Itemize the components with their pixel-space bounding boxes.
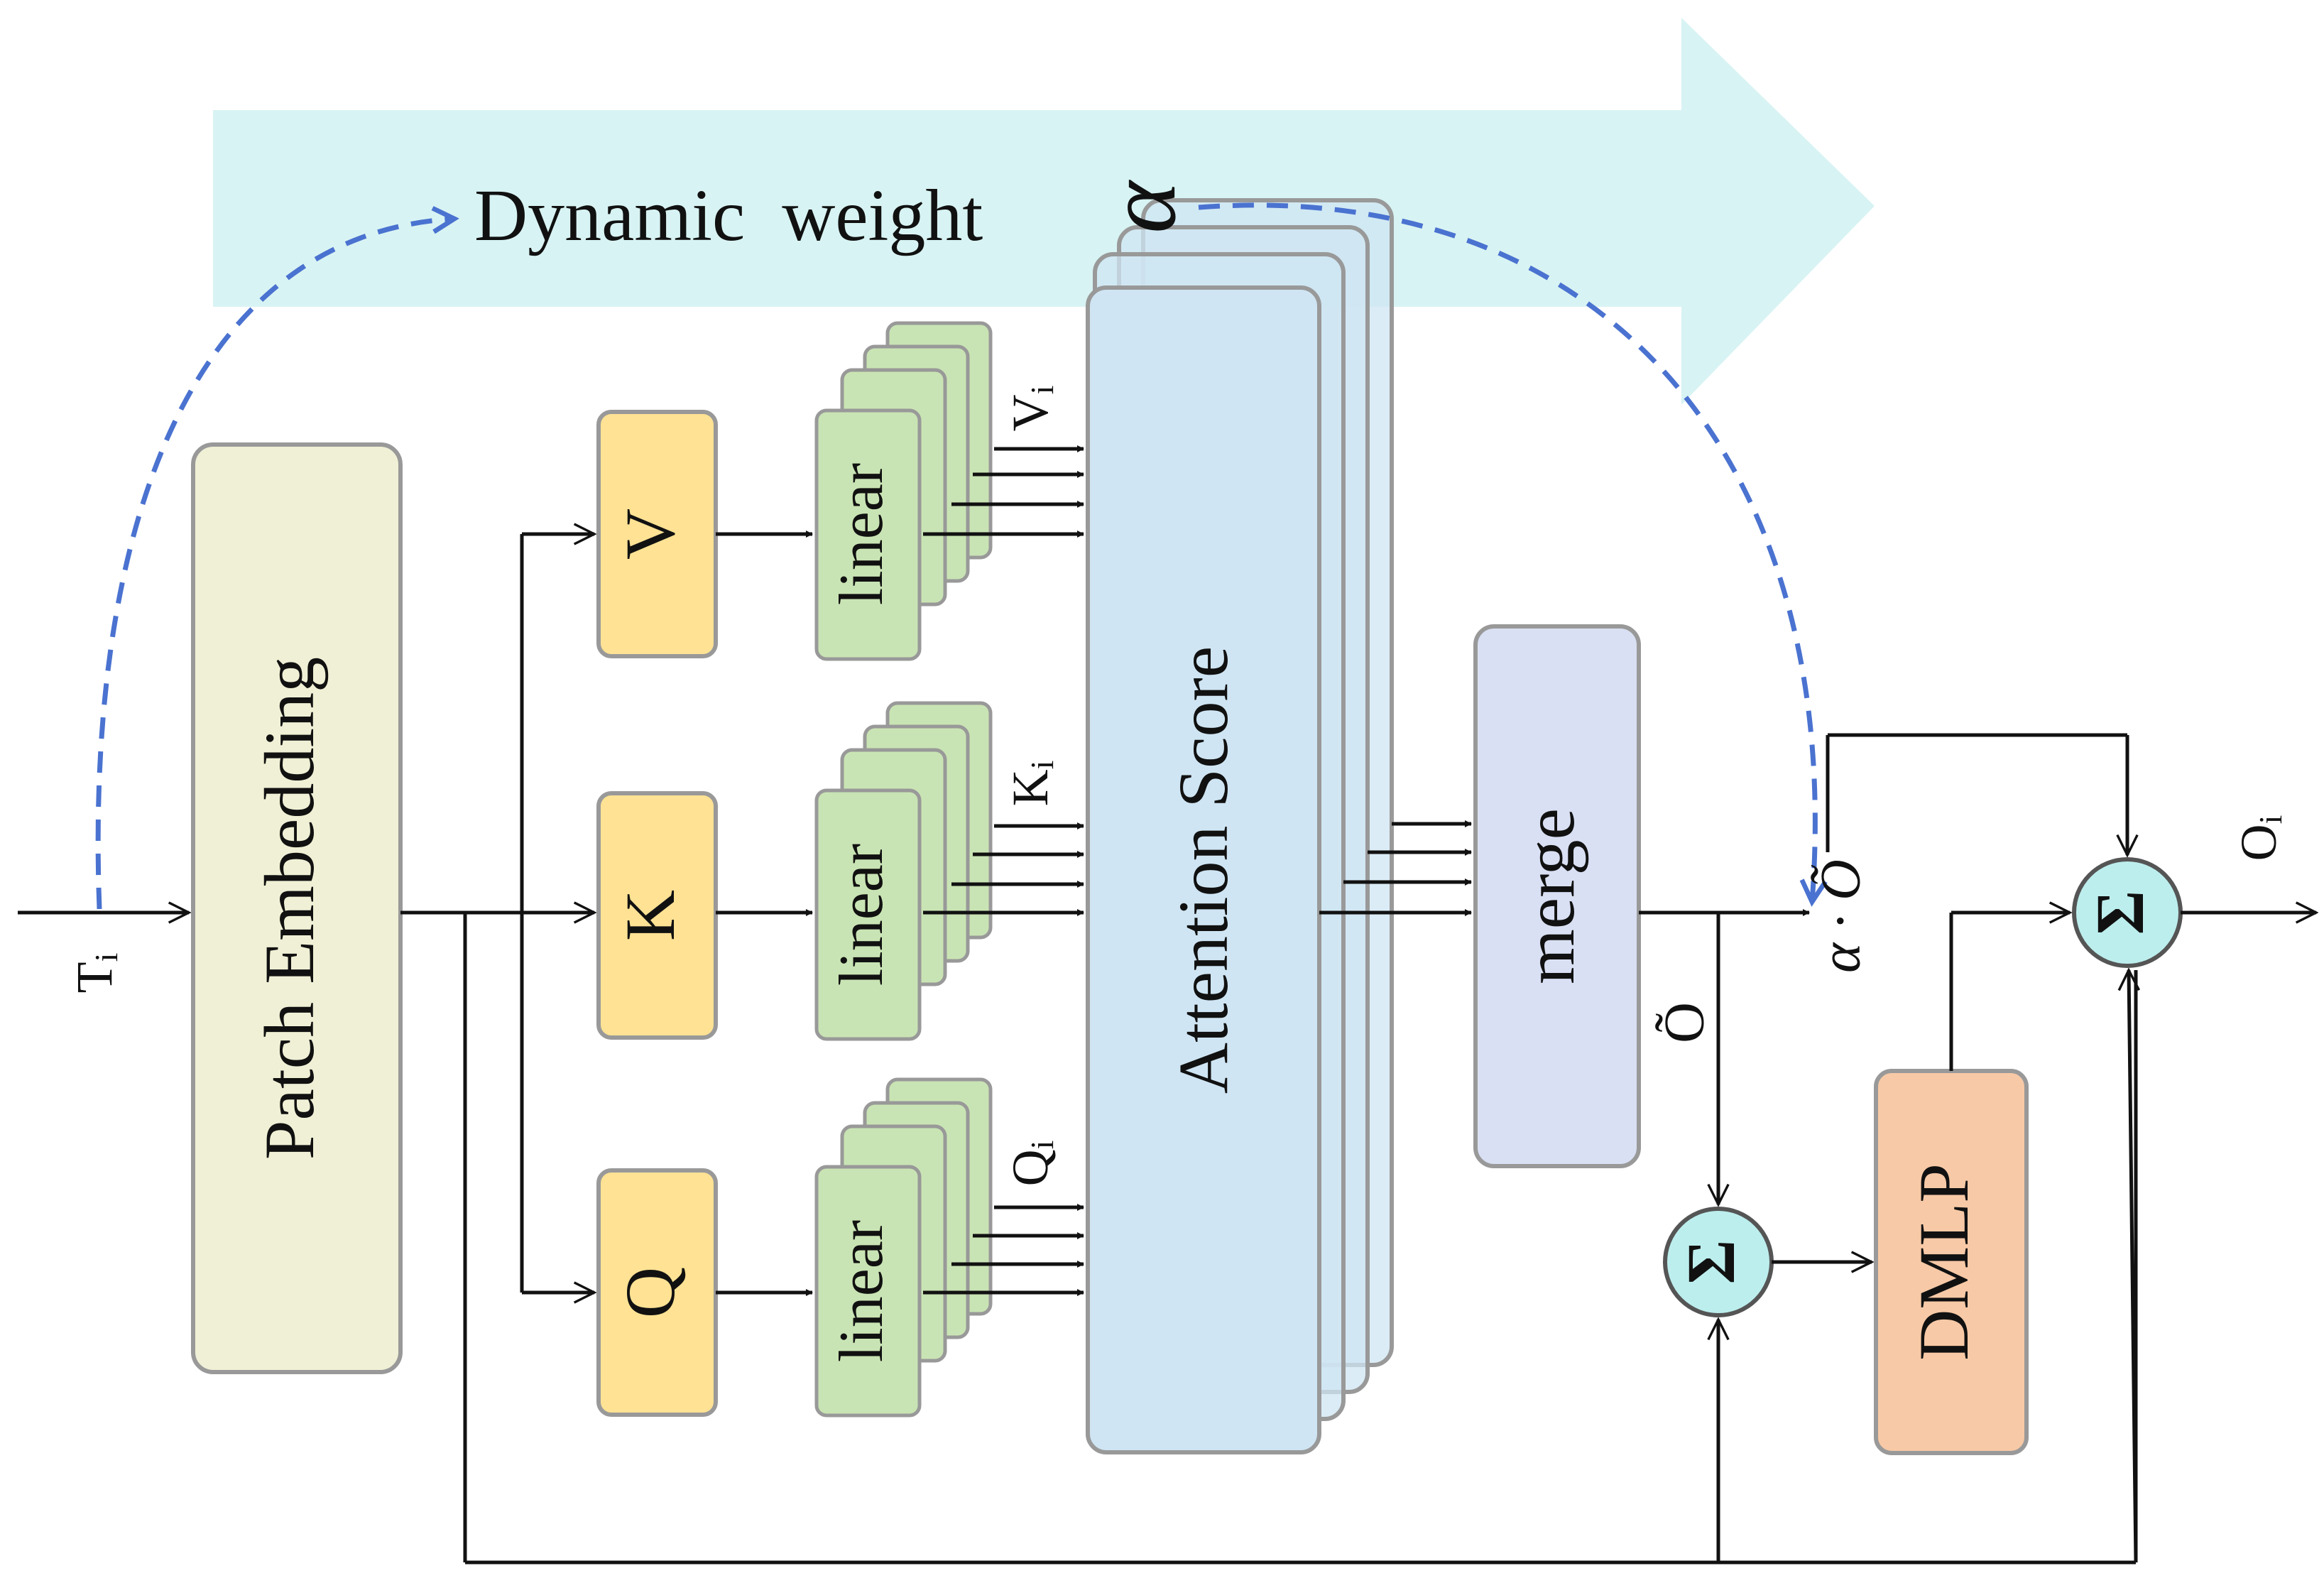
linear-label-k: linear <box>827 844 896 986</box>
k-block: K <box>596 791 718 1040</box>
otilde-label: Õ <box>1653 1002 1715 1043</box>
linear-stack-v: linear <box>814 321 993 661</box>
output-label: Oi <box>2230 815 2288 861</box>
linear-label-v: linear <box>827 463 896 605</box>
attention-score-label: Attention Score <box>1164 646 1243 1094</box>
dashed-curve-weight-to-output <box>1198 202 1815 902</box>
q-head-label: Qi <box>1002 1141 1060 1187</box>
linear-label-q: linear <box>827 1220 896 1362</box>
v-head-label: Vi <box>1002 386 1060 432</box>
sum-symbol-1: Σ <box>1673 1240 1749 1285</box>
linear-stack-q: linear <box>814 1077 993 1418</box>
dmlp-block: DMLP <box>1874 1069 2029 1455</box>
sum2-bottom-arrow <box>2129 970 2136 1563</box>
alpha-symbol: α <box>1086 180 1196 234</box>
k-label: K <box>611 890 689 941</box>
sum-node-1: Σ <box>1663 1207 1774 1317</box>
sum-node-2: Σ <box>2072 857 2183 968</box>
dmlp-label: DMLP <box>1904 1163 1983 1361</box>
q-block: Q <box>596 1168 718 1417</box>
merge-label: merge <box>1510 808 1589 984</box>
q-label: Q <box>611 1267 689 1318</box>
merge-block: merge <box>1473 624 1641 1168</box>
input-label: Ti <box>66 953 124 994</box>
connectors <box>18 445 2316 1565</box>
dashed-curve-input-to-weight <box>95 219 454 910</box>
dynamic-weight-banner <box>213 18 1875 405</box>
linear-stack-k: linear <box>814 701 993 1041</box>
patch-embedding-block: Patch Embedding <box>191 442 403 1374</box>
alpha-otilde-label: α · Õ <box>1809 859 1872 973</box>
k-head-label: Ki <box>1002 761 1060 807</box>
sum-symbol-2: Σ <box>2082 891 2158 935</box>
patch-embedding-label: Patch Embedding <box>250 657 329 1160</box>
attention-score-block: Attention Score <box>1086 198 1394 1454</box>
v-label: V <box>611 508 689 560</box>
dynamic-weight-label: Dynamic weight <box>474 175 983 256</box>
v-block: V <box>596 410 718 658</box>
